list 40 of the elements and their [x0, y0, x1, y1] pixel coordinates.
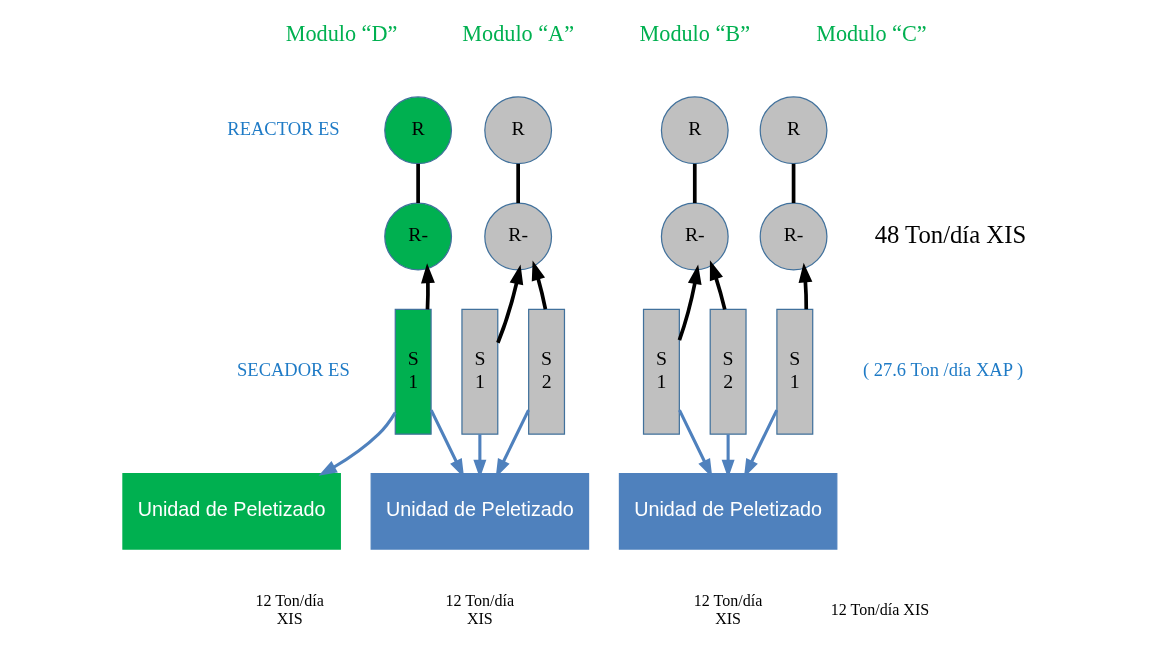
label: Modulo “D” [285, 20, 398, 46]
node-box: Unidad de Peletizado [370, 473, 590, 550]
node-circle: R- [660, 202, 729, 271]
node-circle: R [660, 96, 729, 165]
label: REACTOR ES [227, 117, 340, 139]
node-circle: R- [384, 202, 453, 271]
label: SECADOR ES [237, 359, 350, 381]
node-box: S 2 [709, 308, 747, 435]
arrow [709, 260, 727, 310]
arrow [677, 264, 702, 341]
node-circle: R- [484, 202, 553, 271]
node-box: Unidad de Peletizado [618, 473, 838, 550]
arrow [798, 262, 813, 310]
node-circle: R [384, 96, 453, 165]
connector [791, 163, 796, 204]
node-box: S 1 [776, 308, 814, 435]
node-label: 12 Ton/día XIS [693, 592, 763, 627]
node-box: S 2 [528, 308, 566, 435]
node-box: S 1 [642, 308, 680, 435]
node-circle: R [484, 96, 553, 165]
label: 12 Ton/día XIS [830, 600, 930, 618]
arrow [421, 263, 435, 310]
node-circle: R- [759, 202, 828, 271]
connector [516, 163, 520, 204]
arrow [531, 260, 548, 310]
label: Modulo “C” [816, 20, 927, 46]
node-label: 12 Ton/día XIS [445, 592, 515, 627]
arrow [496, 264, 524, 344]
node-box: S 1 [461, 308, 499, 435]
label: Modulo “A” [462, 20, 575, 46]
arrow [318, 411, 397, 476]
node-label: 12 Ton/día XIS [255, 592, 324, 627]
node-box: Unidad de Peletizado [122, 473, 341, 550]
label: ( 27.6 Ton /día XAP ) [862, 359, 1024, 381]
connector [692, 163, 697, 204]
label: 48 Ton/día XIS [874, 220, 1027, 248]
node-circle: R [759, 96, 828, 165]
connector [416, 163, 420, 204]
node-box: S 1 [394, 308, 432, 435]
label: Modulo “B” [639, 20, 751, 46]
